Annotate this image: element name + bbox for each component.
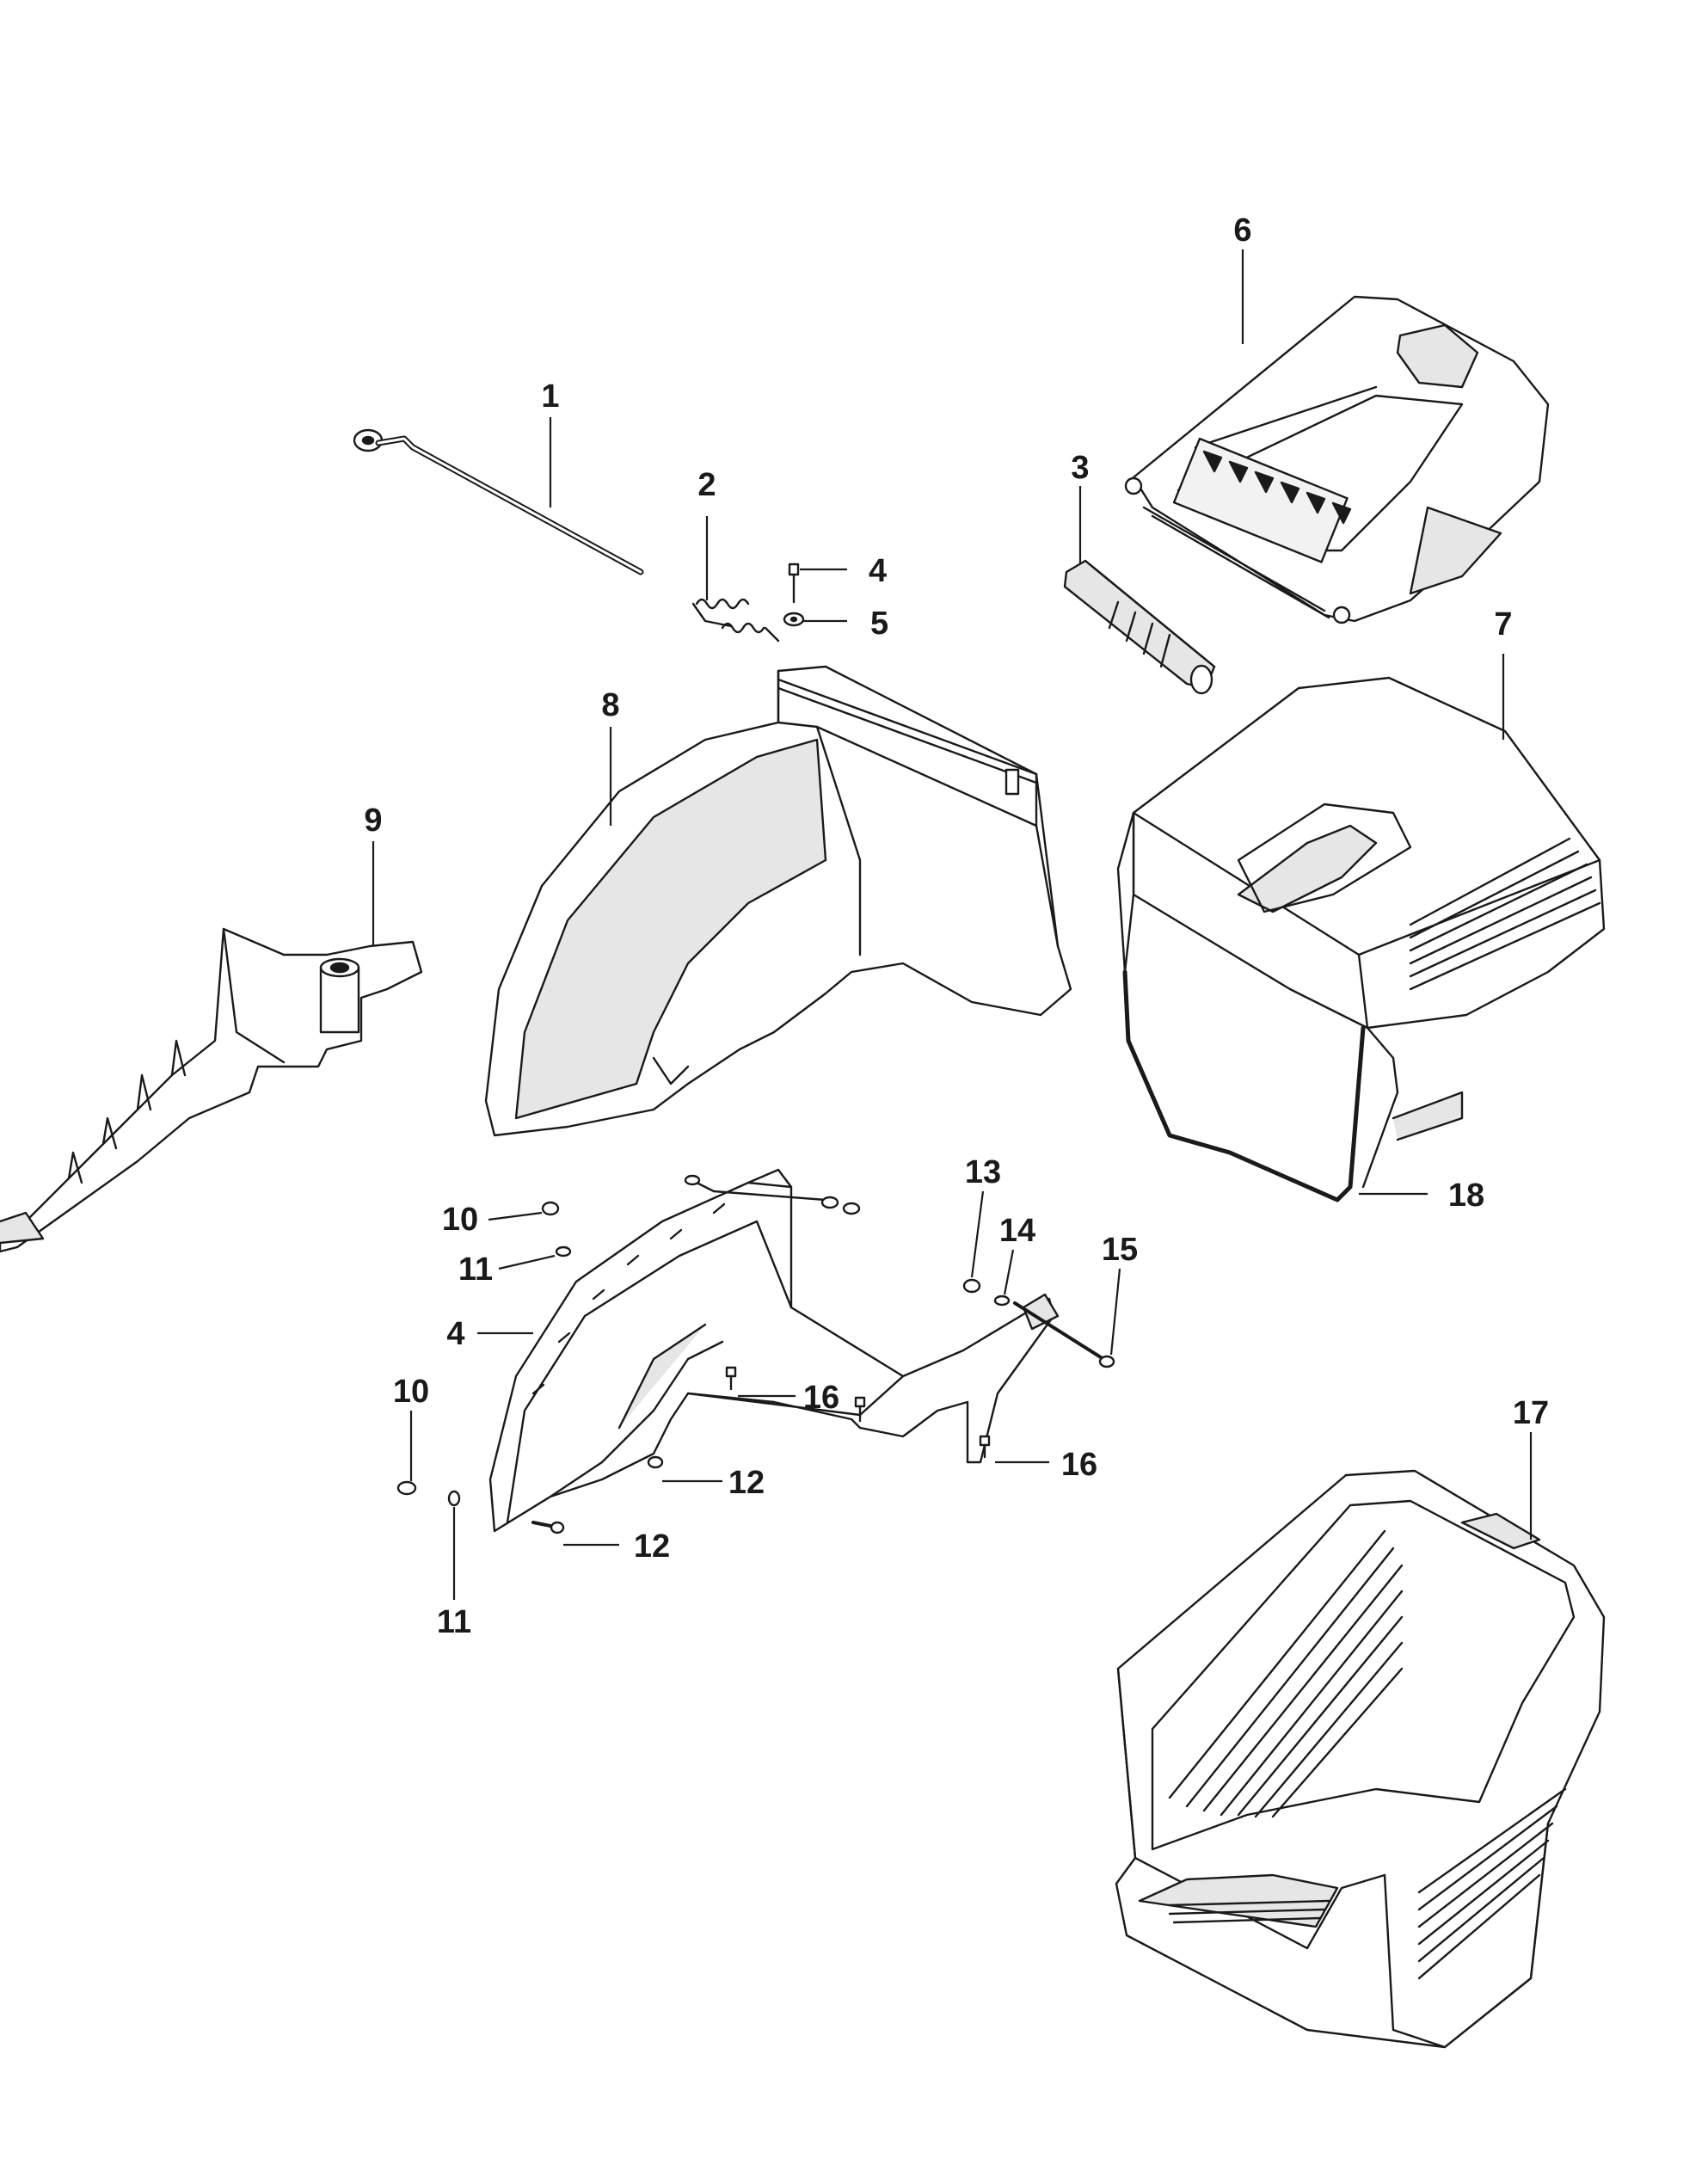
leader-11a (498, 1254, 556, 1270)
part-handle-grip (1063, 559, 1216, 695)
callout-16b: 16 (1061, 1447, 1097, 1483)
callout-4b: 4 (446, 1316, 464, 1352)
callout-15: 15 (1102, 1232, 1138, 1268)
callout-11b: 11 (437, 1604, 471, 1640)
callout-11a: 11 (458, 1251, 493, 1288)
callout-18: 18 (1448, 1178, 1484, 1214)
callout-14: 14 (999, 1213, 1035, 1249)
leader-13 (970, 1190, 985, 1278)
part-springs (691, 598, 780, 643)
callout-5: 5 (870, 606, 888, 642)
part-side-deflector (0, 927, 423, 1253)
part-rod (353, 428, 644, 575)
part-bag-frame (1122, 969, 1464, 1202)
callout-10a: 10 (442, 1202, 478, 1238)
callout-7: 7 (1494, 606, 1512, 643)
callout-6: 6 (1233, 212, 1251, 249)
callout-3: 3 (1071, 450, 1089, 486)
callout-2: 2 (697, 467, 716, 503)
leader-15 (1109, 1268, 1121, 1356)
part-washer-top (783, 612, 805, 627)
leader-10a (488, 1211, 543, 1221)
callout-4a: 4 (869, 553, 887, 589)
callout-17: 17 (1513, 1395, 1549, 1431)
leader-lines (372, 249, 1533, 1600)
callouts: 1 2 3 4 4 5 6 7 8 9 10 10 11 11 12 12 13… (364, 212, 1549, 1640)
part-chute-lower (488, 1168, 1060, 1533)
callout-8: 8 (601, 687, 619, 723)
callout-9: 9 (364, 803, 382, 839)
part-lid (1124, 295, 1550, 624)
part-screw-top (788, 563, 800, 604)
leader-14 (1003, 1249, 1015, 1295)
part-hardware-lower (396, 1174, 1115, 1534)
callout-12a: 12 (728, 1465, 765, 1501)
callout-16a: 16 (803, 1380, 839, 1416)
callout-13: 13 (965, 1154, 1001, 1190)
part-grass-basket (1115, 1469, 1606, 2049)
callout-12b: 12 (634, 1528, 670, 1565)
callout-1: 1 (541, 378, 559, 415)
part-bag-top (1116, 676, 1606, 1030)
part-chute-upper (484, 665, 1072, 1137)
callout-10b: 10 (393, 1374, 429, 1410)
